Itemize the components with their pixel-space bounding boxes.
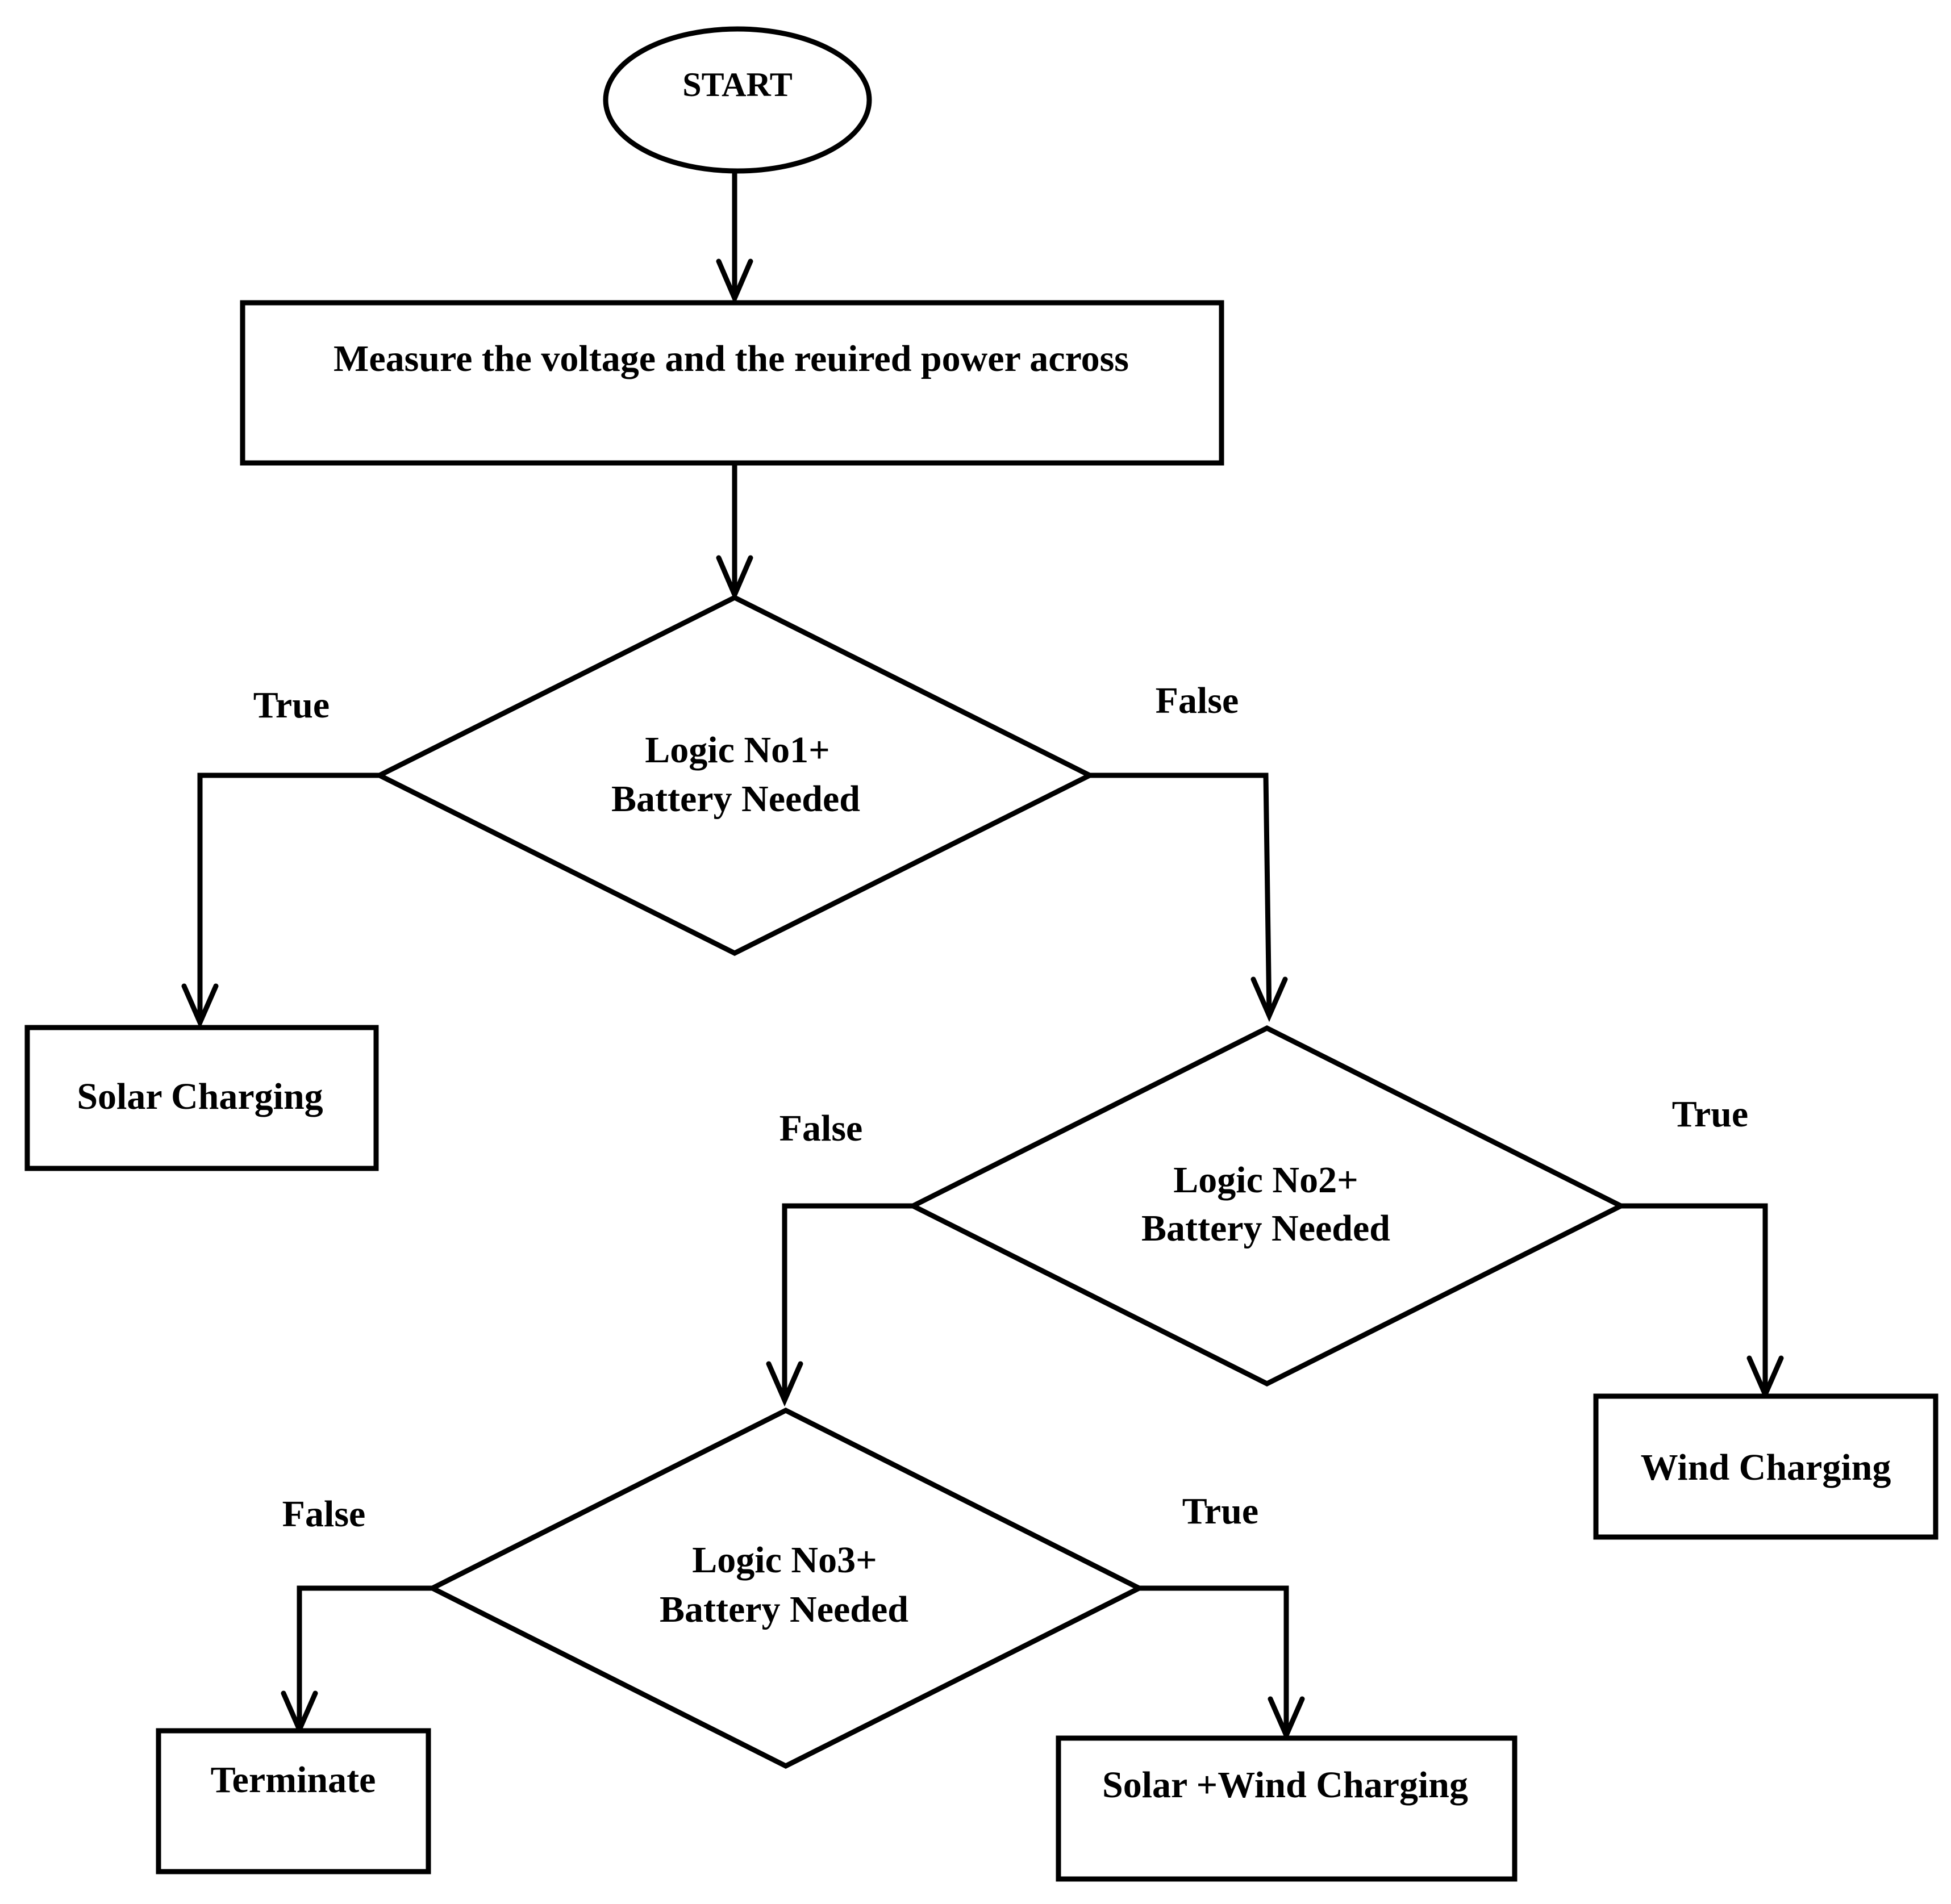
logic3-decision bbox=[426, 1407, 1145, 1769]
edge-logic2-true bbox=[1621, 1203, 1768, 1394]
logic3-label-line2: Battery Needed bbox=[660, 1589, 908, 1630]
arrowhead-start-to-measure bbox=[716, 258, 753, 305]
logic3-true-label: True bbox=[1182, 1490, 1258, 1532]
solar-charging-box bbox=[24, 1025, 379, 1171]
edge-logic1-true bbox=[197, 773, 380, 1022]
wind-charging-box bbox=[1593, 1393, 1939, 1540]
arrowhead-logic1-false bbox=[1250, 976, 1288, 1022]
terminate-label: Terminate bbox=[211, 1759, 376, 1801]
logic1-true-label: True bbox=[253, 684, 330, 726]
start-node bbox=[603, 26, 872, 174]
terminate-box bbox=[156, 1728, 431, 1874]
logic2-true-label: True bbox=[1672, 1093, 1748, 1135]
logic1-label-line1: Logic No1+ bbox=[645, 729, 829, 771]
logic1-decision bbox=[373, 594, 1096, 957]
solar-charging-label: Solar Charging bbox=[77, 1076, 323, 1117]
edge-logic2-false bbox=[782, 1203, 913, 1400]
logic1-false-label: False bbox=[1156, 680, 1239, 721]
arrowhead-logic1-true bbox=[181, 983, 219, 1029]
logic2-label-line2: Battery Needed bbox=[1141, 1208, 1390, 1249]
edge-logic3-true bbox=[1139, 1585, 1289, 1735]
solar-wind-charging-box bbox=[1056, 1735, 1518, 1882]
logic3-false-label: False bbox=[282, 1493, 366, 1535]
arrowhead-logic2-false bbox=[766, 1361, 803, 1407]
measure-process-label: Measure the voltage and the reuired powe… bbox=[333, 338, 1129, 379]
logic2-false-label: False bbox=[779, 1108, 863, 1149]
logic2-label-line1: Logic No2+ bbox=[1173, 1159, 1358, 1201]
start-node-label: START bbox=[682, 66, 793, 103]
logic1-label-line2: Battery Needed bbox=[611, 778, 860, 820]
arrowhead-logic3-true bbox=[1268, 1696, 1305, 1742]
measure-process-box bbox=[240, 300, 1224, 466]
edge-logic1-false bbox=[1090, 773, 1272, 1016]
logic3-label-line1: Logic No3+ bbox=[692, 1539, 877, 1581]
edge-logic3-false bbox=[297, 1585, 432, 1730]
wind-charging-label: Wind Charging bbox=[1641, 1447, 1891, 1488]
solar-wind-charging-label: Solar +Wind Charging bbox=[1102, 1764, 1468, 1806]
logic2-decision bbox=[907, 1025, 1627, 1387]
